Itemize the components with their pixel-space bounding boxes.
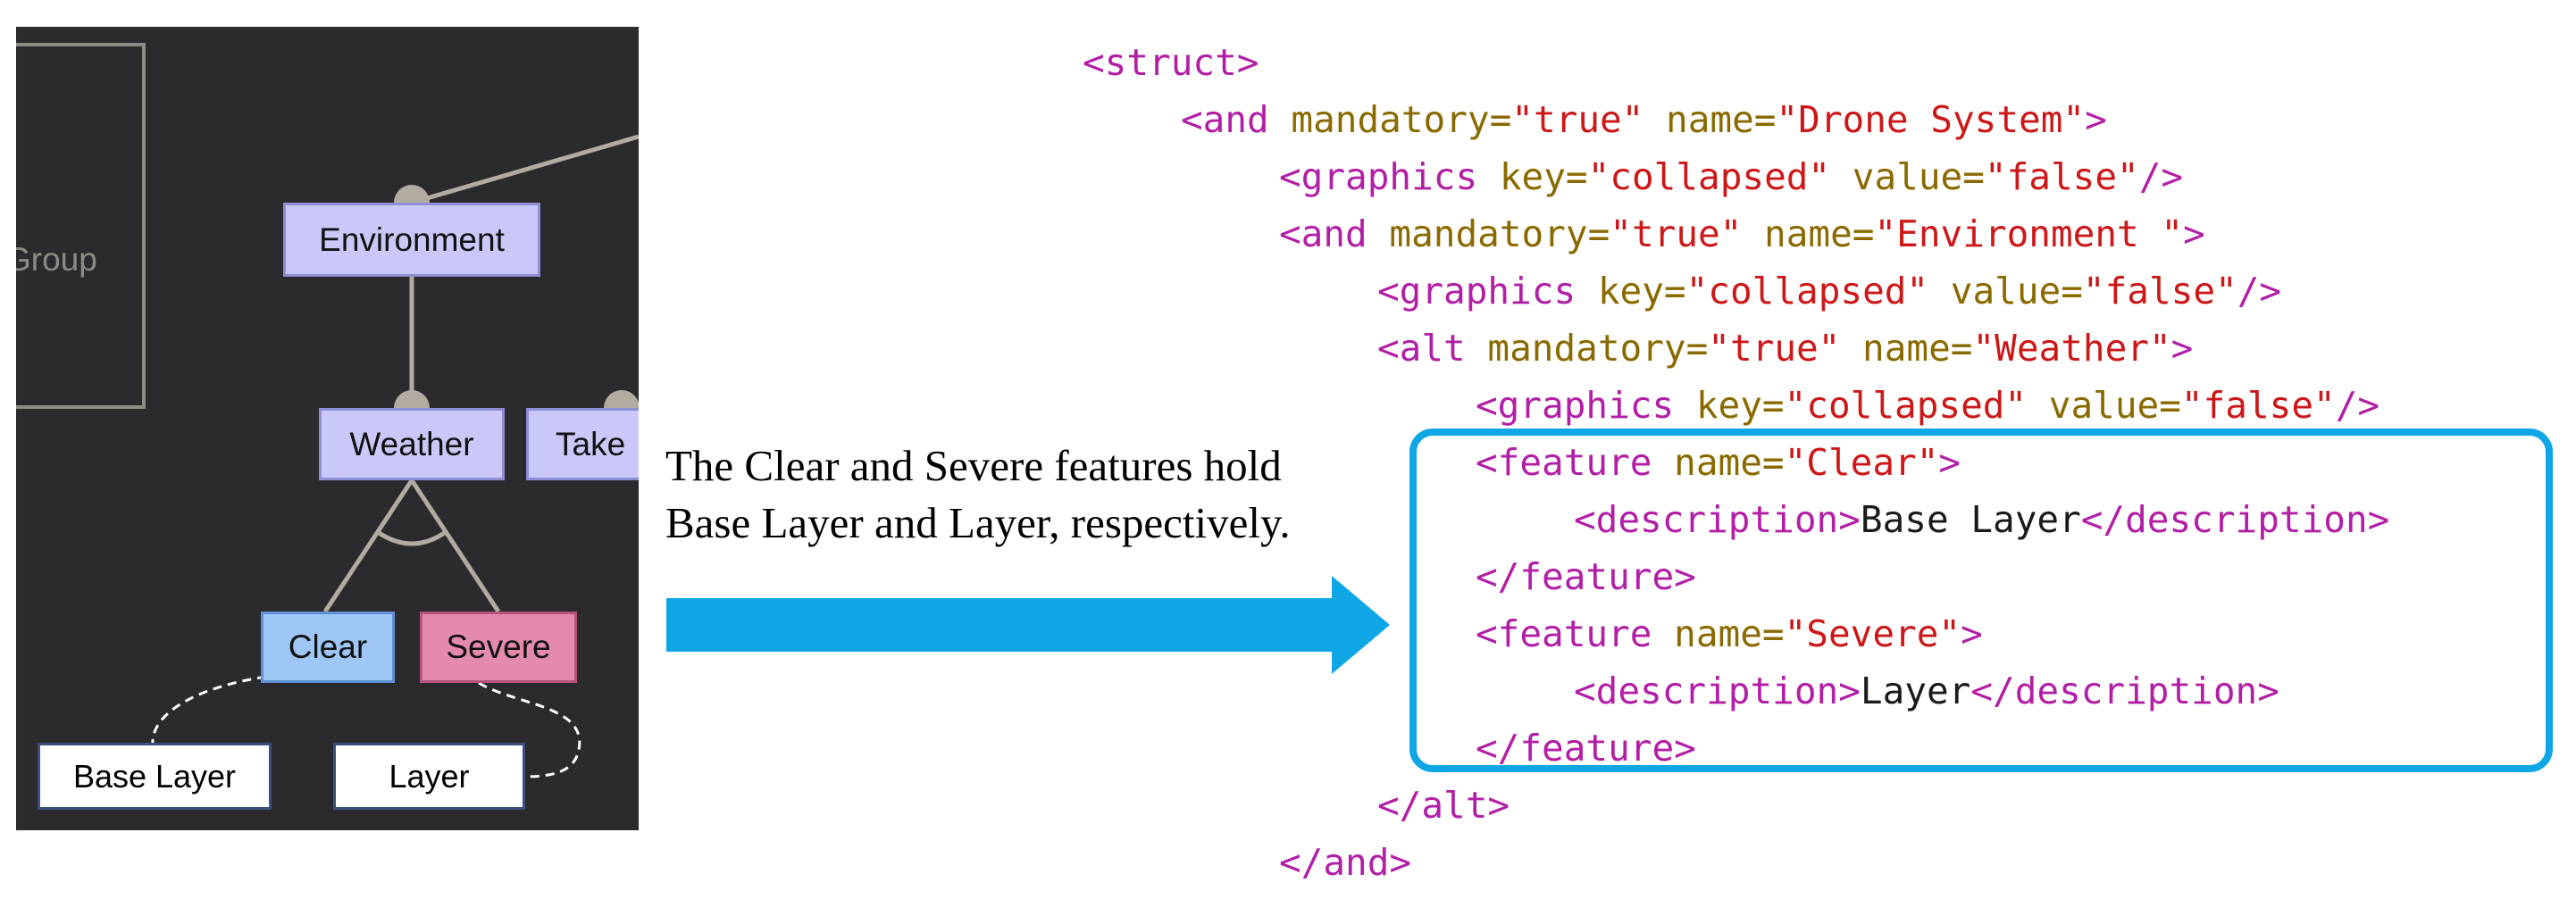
caption-line-2: Base Layer and Layer, respectively.	[665, 498, 1291, 547]
code-line: <struct>	[1083, 34, 1259, 91]
code-token: key=	[1597, 270, 1686, 312]
code-token: Base Layer	[1860, 498, 2081, 541]
code-token: />	[2237, 270, 2282, 312]
code-token: value=	[2027, 384, 2181, 427]
code-token: mandatory=	[1487, 327, 1709, 370]
code-token: >	[2170, 327, 2194, 370]
code-token: "Weather"	[1972, 327, 2171, 370]
code-token: </feature>	[1476, 555, 1696, 598]
code-line: <feature name="Clear">	[1476, 434, 1961, 491]
code-line: </and>	[1279, 834, 1411, 891]
code-line: <graphics key="collapsed" value="false"/…	[1476, 377, 2379, 434]
note-link-clear	[151, 675, 267, 746]
group-label: Group	[16, 241, 97, 278]
code-token: <feature	[1476, 441, 1675, 484]
code-token: "true"	[1610, 212, 1743, 255]
code-token: key=	[1695, 384, 1785, 427]
code-line: <feature name="Severe">	[1476, 605, 1983, 662]
code-token: value=	[1830, 155, 1985, 198]
highlight-box	[1409, 429, 2553, 772]
code-token: "false"	[2082, 270, 2237, 312]
code-token: >	[2183, 212, 2205, 255]
code-token: </and>	[1279, 841, 1412, 884]
code-token: "Severe"	[1784, 612, 1961, 655]
code-token: </feature>	[1476, 727, 1696, 770]
note-base-layer[interactable]: Base Layer	[38, 743, 272, 810]
node-take[interactable]: Take	[526, 408, 639, 480]
code-token: name=	[1742, 212, 1875, 255]
code-token: <and	[1181, 98, 1292, 141]
code-token: name=	[1840, 327, 1973, 370]
code-token: </description>	[2080, 498, 2390, 541]
node-weather[interactable]: Weather	[319, 408, 505, 480]
code-line: <and mandatory="true" name="Drone System…	[1181, 91, 2107, 148]
group-box	[16, 43, 146, 409]
code-token: "true"	[1511, 98, 1644, 141]
code-token: <alt	[1377, 327, 1488, 370]
code-token: >	[1961, 612, 1983, 655]
code-token: key=	[1499, 155, 1588, 198]
code-token: <feature	[1476, 612, 1675, 655]
code-line: <description>Layer</description>	[1574, 662, 2279, 720]
node-severe[interactable]: Severe	[420, 612, 577, 683]
code-token: <graphics	[1377, 270, 1598, 312]
code-token: <graphics	[1279, 155, 1500, 198]
node-clear[interactable]: Clear	[261, 612, 395, 683]
code-token: />	[2335, 384, 2380, 427]
node-environment[interactable]: Environment	[283, 203, 540, 277]
code-token: >	[1938, 441, 1961, 484]
code-line: </feature>	[1476, 548, 1696, 605]
code-token: "false"	[2180, 384, 2336, 427]
note-link-severe	[478, 681, 581, 778]
code-token: />	[2138, 155, 2184, 198]
connector-weather-severe	[409, 479, 501, 613]
code-token: "collapsed"	[1685, 270, 1929, 312]
code-token: <description>	[1574, 670, 1861, 712]
code-token: <graphics	[1476, 384, 1696, 427]
alternative-group-arc	[376, 529, 447, 546]
code-token: value=	[1928, 270, 2083, 312]
code-token: "collapsed"	[1587, 155, 1831, 198]
code-token: </alt>	[1377, 784, 1510, 827]
code-token: <and	[1279, 212, 1390, 255]
code-token: "Environment "	[1874, 212, 2184, 255]
code-line: <graphics key="collapsed" value="false"/…	[1377, 262, 2281, 320]
code-line: </feature>	[1476, 720, 1696, 777]
code-token: mandatory=	[1389, 212, 1610, 255]
code-token: >	[2085, 98, 2107, 141]
code-token: <description>	[1574, 498, 1861, 541]
code-token: name=	[1674, 441, 1785, 484]
right-arrow-icon	[666, 576, 1390, 674]
code-line: <description>Base Layer</description>	[1574, 491, 2389, 548]
code-token: "Drone System"	[1776, 98, 2086, 141]
code-line: <alt mandatory="true" name="Weather">	[1377, 320, 2193, 377]
caption: The Clear and Severe features hold Base …	[665, 437, 1407, 552]
code-token: "collapsed"	[1784, 384, 2028, 427]
code-token: Layer	[1860, 670, 1971, 712]
code-token: name=	[1643, 98, 1777, 141]
code-token: "Clear"	[1784, 441, 1939, 484]
connector-weather-clear	[322, 479, 414, 613]
code-line: </alt>	[1377, 777, 1510, 834]
note-layer[interactable]: Layer	[333, 743, 525, 810]
code-line: <graphics key="collapsed" value="false"/…	[1279, 148, 2183, 205]
code-token: "false"	[1984, 155, 2139, 198]
code-token: name=	[1674, 612, 1785, 655]
code-token: <struct>	[1083, 41, 1259, 84]
code-line: <and mandatory="true" name="Environment …	[1279, 205, 2205, 262]
code-token: "true"	[1708, 327, 1841, 370]
code-token: mandatory=	[1291, 98, 1512, 141]
caption-line-1: The Clear and Severe features hold	[665, 441, 1282, 490]
connector-environment-parent	[411, 134, 639, 205]
feature-model-diagram: Group Environment Weather Take Clear Sev…	[16, 27, 639, 830]
code-token: </description>	[1970, 670, 2279, 712]
